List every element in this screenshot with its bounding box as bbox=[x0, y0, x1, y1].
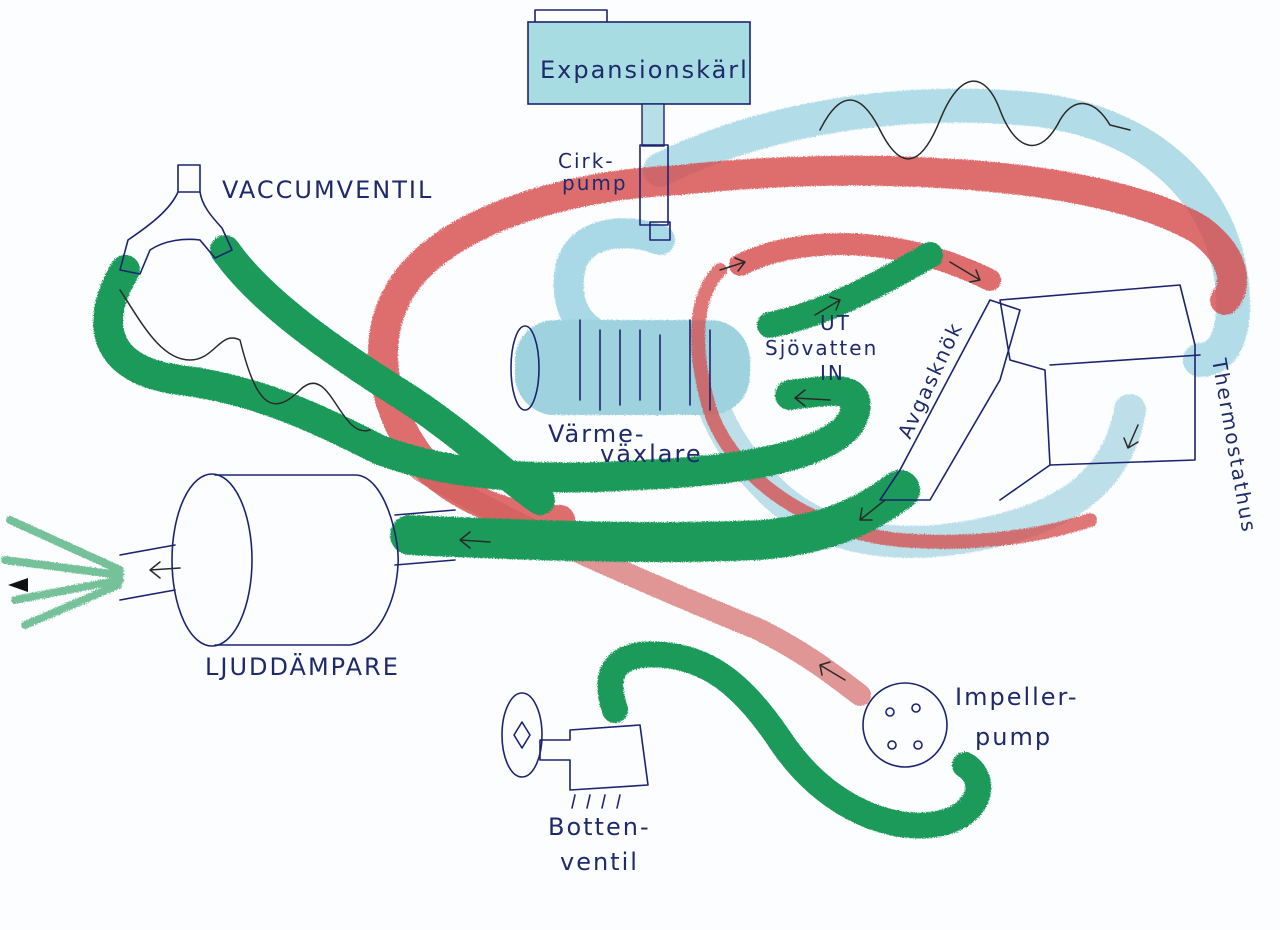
arrow-icon bbox=[719, 257, 746, 272]
circulation-pump-outlet bbox=[649, 221, 671, 241]
circulation-pump: Cirk- pump bbox=[558, 144, 671, 241]
bottom-valve-label-1: Botten- bbox=[548, 813, 651, 841]
arrow-icon bbox=[1123, 424, 1139, 449]
circulation-pump-label-1: Cirk- bbox=[558, 149, 615, 173]
bottom-valve: Botten- ventil bbox=[501, 692, 651, 876]
green-hose-seacock-to-impeller bbox=[597, 641, 992, 839]
wavy-wire-left bbox=[119, 289, 371, 432]
heat-exchanger-label-2: växlare bbox=[600, 440, 703, 468]
muffler-label: LJUDDÄMPARE bbox=[205, 652, 400, 681]
seawater-in-label: IN bbox=[820, 361, 845, 385]
vacuum-valve: VACCUMVENTIL bbox=[119, 164, 433, 275]
muffler-inlet-pipe bbox=[394, 509, 456, 566]
expansion-tank-pipe bbox=[641, 103, 665, 147]
seawater-out-label: UT bbox=[820, 311, 851, 335]
coolant-hose-pump-loop bbox=[553, 218, 675, 345]
muffler-body bbox=[214, 474, 399, 646]
arrow-icon bbox=[814, 296, 841, 316]
bottom-valve-label-2: ventil bbox=[560, 848, 639, 876]
arrow-icon bbox=[149, 561, 181, 579]
green-hose-exhaust-to-muffler bbox=[390, 470, 920, 563]
impeller-bolt-2 bbox=[911, 703, 921, 713]
exhaust-elbow: Avgasknök bbox=[879, 299, 1021, 501]
seawater-label: Sjövatten bbox=[765, 336, 878, 360]
exhaust-outlet-icon bbox=[8, 578, 28, 592]
exhaust-elbow-label: Avgasknök bbox=[893, 318, 968, 442]
engine-block-outline bbox=[999, 284, 1196, 466]
muffler-outlet-pipe bbox=[119, 544, 176, 601]
bottom-valve-handle-diamond bbox=[513, 721, 531, 749]
arrow-icon bbox=[819, 661, 846, 681]
circulation-pump-body bbox=[639, 144, 669, 226]
heat-exchanger-endcap bbox=[510, 325, 540, 411]
thermostat-housing-label: Thermostathus bbox=[1207, 356, 1262, 535]
exhaust-spray bbox=[1, 516, 124, 629]
impeller-pump-label-2: pump bbox=[975, 723, 1052, 751]
seawater-hoses bbox=[1, 235, 992, 839]
green-hose-vacuum-right bbox=[210, 235, 555, 515]
impeller-bolt-1 bbox=[885, 707, 895, 717]
bottom-valve-body bbox=[539, 724, 649, 791]
circulation-pump-label-2: pump bbox=[562, 171, 628, 195]
hot-hoses bbox=[368, 155, 1248, 706]
vacuum-valve-body bbox=[119, 164, 233, 275]
red-hose-inner-loop bbox=[691, 263, 1097, 549]
arrow-icon bbox=[859, 499, 886, 521]
muffler-endcap bbox=[171, 473, 253, 647]
impeller-bolt-3 bbox=[887, 740, 897, 750]
arrow-icon bbox=[459, 531, 491, 549]
heat-exchanger-body bbox=[515, 320, 750, 415]
green-hose-heat-exchanger-out bbox=[757, 242, 943, 338]
heat-exchanger-fins bbox=[579, 319, 711, 411]
heat-exchanger: Värme- växlare UT Sjövatten IN bbox=[510, 311, 878, 468]
expansion-tank-body bbox=[527, 21, 751, 105]
red-hose-impeller-diagonal bbox=[409, 459, 871, 706]
flow-arrows bbox=[8, 257, 1139, 681]
muffler: LJUDDÄMPARE bbox=[119, 473, 456, 681]
impeller-pump: Impeller- pump bbox=[862, 682, 1079, 768]
thermostat-housing-outline bbox=[999, 354, 1201, 501]
wavy-wire-top bbox=[819, 80, 1131, 160]
impeller-pump-label-1: Impeller- bbox=[955, 683, 1079, 711]
vacuum-valve-label: VACCUMVENTIL bbox=[222, 176, 433, 204]
red-hose-to-exhaust bbox=[729, 233, 1001, 291]
bottom-valve-handle bbox=[501, 692, 543, 778]
impeller-bolt-4 bbox=[913, 740, 923, 750]
arrow-icon bbox=[794, 389, 831, 407]
bottom-valve-base bbox=[571, 794, 621, 809]
wires bbox=[119, 80, 1131, 432]
exhaust-elbow-outline bbox=[879, 299, 1021, 501]
heat-exchanger-label-1: Värme- bbox=[548, 420, 646, 448]
expansion-tank-label: Expansionskärl bbox=[540, 56, 749, 84]
expansion-tank: Expansionskärl bbox=[527, 9, 751, 147]
arrow-icon bbox=[949, 261, 981, 283]
impeller-pump-body bbox=[862, 682, 948, 768]
